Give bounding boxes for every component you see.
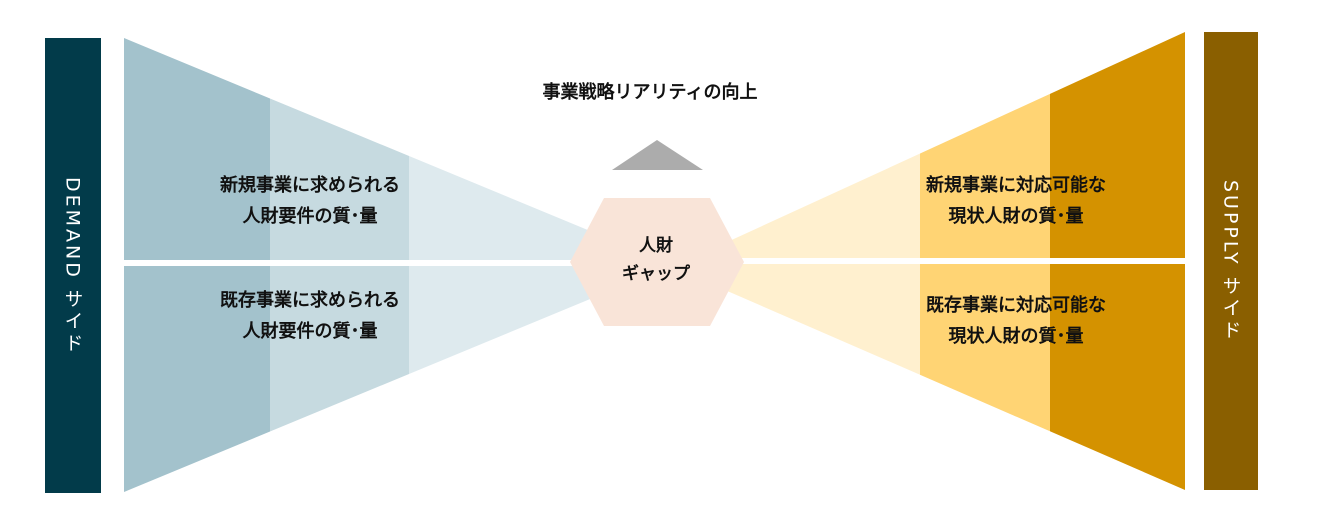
up-arrow-icon bbox=[612, 140, 703, 170]
demand-new-business: 新規事業に求められる 人財要件の質･量 bbox=[180, 170, 440, 232]
demand-existing-business: 既存事業に求められる 人財要件の質･量 bbox=[180, 285, 440, 347]
gap-hexagon bbox=[570, 198, 744, 326]
demand-existing-line1: 既存事業に求められる bbox=[220, 290, 400, 311]
supply-side-label: SUPPLY サイド bbox=[1219, 180, 1242, 342]
supply-existing-line2: 現状人財の質･量 bbox=[948, 326, 1084, 347]
demand-side-bar: DEMAND サイド bbox=[45, 38, 101, 493]
demand-new-line1: 新規事業に求められる bbox=[220, 175, 400, 196]
demand-side-label: DEMAND サイド bbox=[61, 176, 84, 355]
gap-label: 人財 ギャップ bbox=[580, 232, 732, 288]
top-caption: 事業戦略リアリティの向上 bbox=[542, 82, 758, 103]
supply-side-bar: SUPPLY サイド bbox=[1204, 32, 1258, 490]
supply-new-business: 新規事業に対応可能な 現状人財の質･量 bbox=[886, 170, 1146, 232]
supply-new-line2: 現状人財の質･量 bbox=[948, 206, 1084, 227]
demand-existing-line2: 人財要件の質･量 bbox=[242, 321, 378, 342]
demand-new-line2: 人財要件の質･量 bbox=[242, 206, 378, 227]
supply-existing-line1: 既存事業に対応可能な bbox=[926, 295, 1106, 316]
gap-label-line1: 人財 bbox=[639, 236, 673, 256]
supply-existing-business: 既存事業に対応可能な 現状人財の質･量 bbox=[886, 290, 1146, 352]
gap-label-line2: ギャップ bbox=[622, 264, 690, 284]
supply-new-line1: 新規事業に対応可能な bbox=[926, 175, 1106, 196]
